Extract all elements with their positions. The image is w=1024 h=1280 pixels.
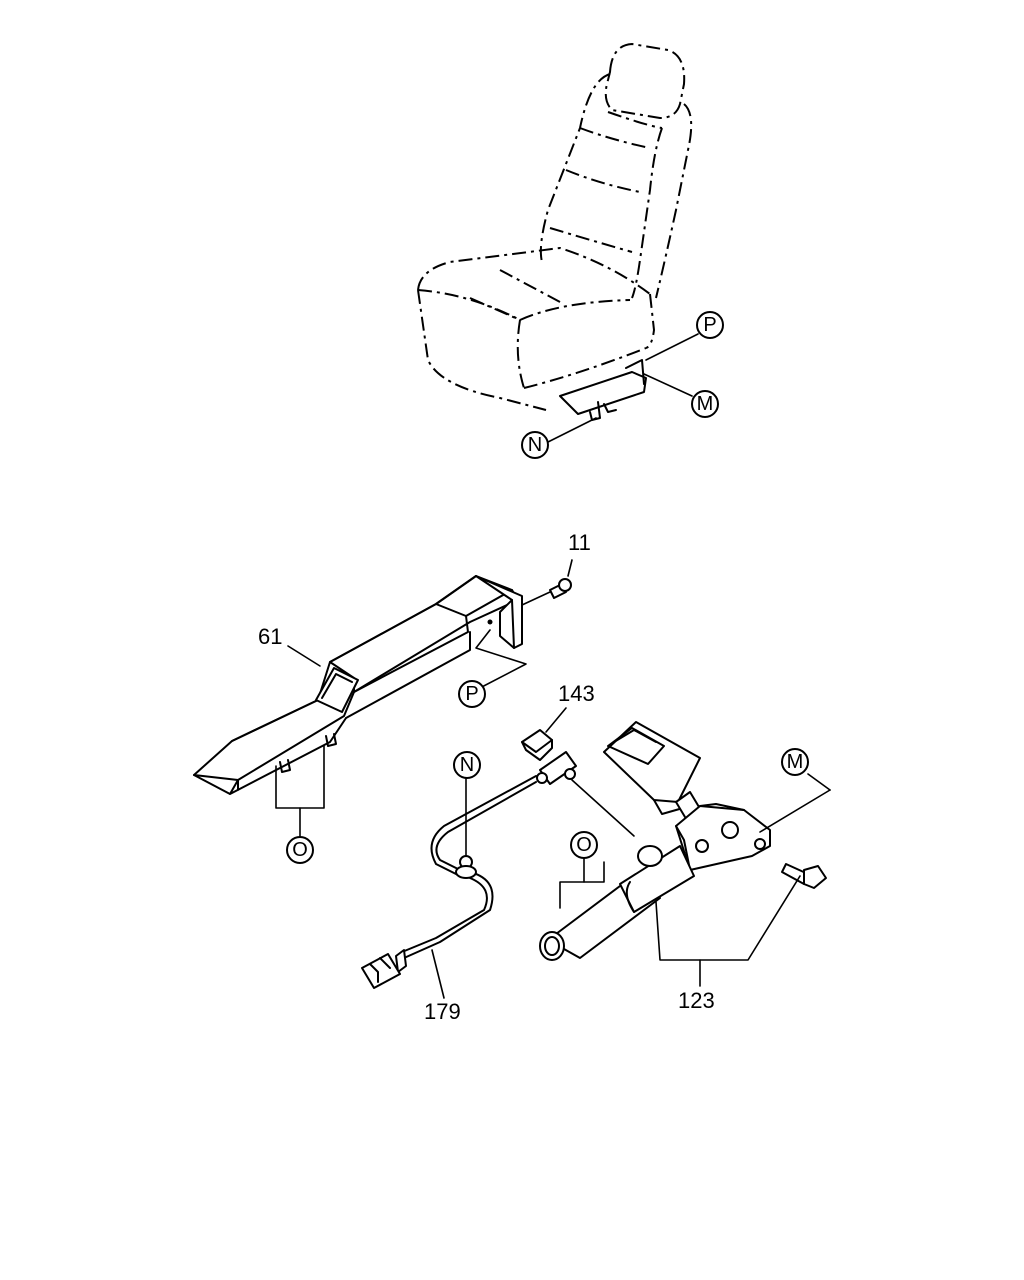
label-11: 11: [568, 530, 591, 555]
seat-phantom: [417, 43, 693, 421]
callout-p-bracket-text: P: [465, 683, 478, 705]
label-179: 179: [424, 999, 461, 1024]
callout-o-buckle-text: O: [576, 834, 592, 856]
buckle-part-123: [539, 721, 827, 961]
callout-p-seat-text: P: [703, 314, 716, 336]
callout-m-seat: M: [691, 390, 719, 418]
callout-p-bracket: P: [458, 680, 486, 708]
callout-n-harness: N: [453, 751, 481, 779]
bracket-part-61: [193, 575, 523, 795]
callout-m-seat-text: M: [697, 393, 714, 415]
callout-m-buckle: M: [781, 748, 809, 776]
label-123: 123: [678, 988, 715, 1013]
label-143: 143: [558, 681, 595, 706]
harness-part-179: [361, 707, 635, 999]
callout-n-seat-text: N: [528, 434, 542, 456]
callout-o-buckle: O: [570, 831, 598, 859]
callout-n-seat: N: [521, 431, 549, 459]
buckle-leaders: [559, 773, 831, 987]
bracket-leaders: [275, 591, 551, 839]
callout-p-seat: P: [696, 311, 724, 339]
screw-part-11: [549, 559, 573, 599]
callout-n-harness-text: N: [460, 754, 474, 776]
callout-o-bracket-text: O: [292, 839, 308, 861]
seat-callout-leaders: [547, 333, 699, 443]
callout-o-bracket: O: [286, 836, 314, 864]
callout-m-buckle-text: M: [787, 751, 804, 773]
label-61: 61: [258, 624, 282, 649]
